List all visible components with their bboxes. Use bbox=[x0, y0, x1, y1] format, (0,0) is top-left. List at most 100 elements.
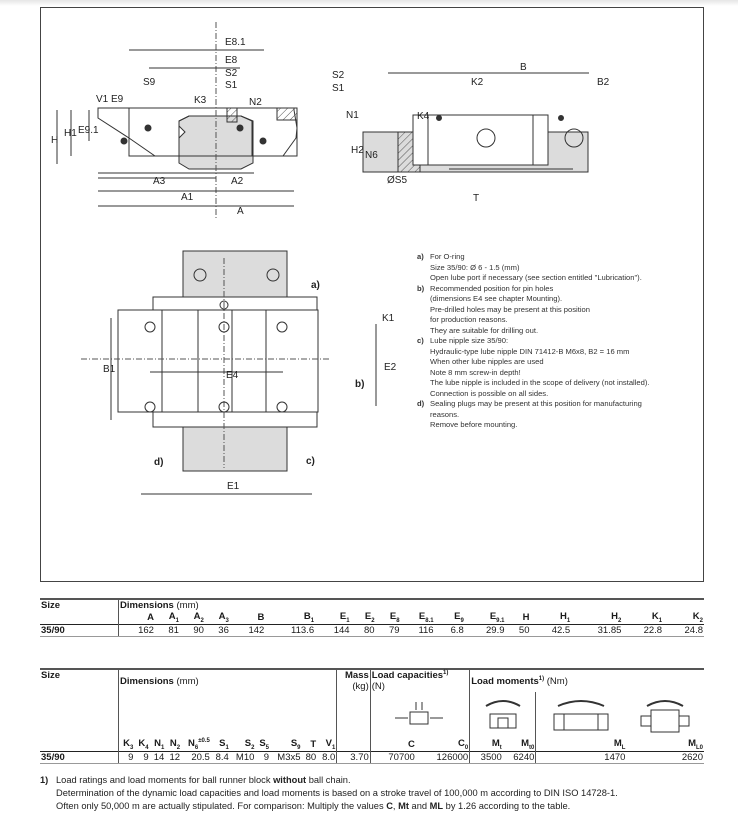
page-top-shade bbox=[0, 0, 738, 6]
column-header: C0 bbox=[457, 738, 469, 752]
label-s1: S1 bbox=[225, 80, 238, 91]
note-c: c)Lube nipple size 35/90:Hydraulic-type … bbox=[417, 336, 650, 398]
column-header: K1 bbox=[651, 611, 663, 624]
column-header: E9.1 bbox=[489, 611, 505, 624]
label-s2-right: S2 bbox=[332, 70, 345, 81]
icons-row bbox=[40, 692, 704, 739]
column-header: K2 bbox=[692, 611, 703, 624]
callout-c: c) bbox=[306, 456, 315, 467]
cell-value: 12 bbox=[165, 751, 182, 765]
cell-value: 31.85 bbox=[571, 623, 623, 637]
label-e8: E8 bbox=[225, 55, 238, 66]
label-b1: B1 bbox=[103, 364, 116, 375]
column-header: A3 bbox=[218, 611, 229, 624]
size-value: 35/90 bbox=[40, 623, 119, 637]
cell-value: 162 bbox=[117, 623, 155, 637]
label-a2: A2 bbox=[231, 176, 244, 187]
cell-value: 9 bbox=[118, 751, 135, 765]
label-b2: B2 bbox=[597, 77, 610, 88]
callout-d: d) bbox=[154, 457, 163, 468]
size-header: Size bbox=[40, 667, 119, 693]
column-header: H1 bbox=[559, 611, 571, 624]
column-header: E8 bbox=[389, 611, 400, 624]
label-s2: S2 bbox=[225, 68, 238, 79]
cell-value: 50 bbox=[505, 623, 531, 637]
cell-value: 42.5 bbox=[530, 623, 572, 637]
cell-value: M3x5 bbox=[270, 751, 302, 765]
load-capacities-title: Load capacities1)(N) bbox=[369, 667, 470, 693]
column-header: A bbox=[117, 611, 155, 625]
label-h: H bbox=[51, 135, 58, 146]
column-header: ML bbox=[535, 738, 627, 752]
label-s1-right: S1 bbox=[332, 83, 345, 94]
label-n1: N1 bbox=[346, 110, 359, 121]
column-header: A2 bbox=[193, 611, 204, 624]
cell-value: 20.5 bbox=[181, 751, 211, 765]
label-e2: E2 bbox=[384, 362, 397, 373]
load-moments-title: Load moments1) (Nm) bbox=[469, 667, 704, 693]
cell-value: 6240 bbox=[502, 751, 536, 765]
dimensions-title: Dimensions (mm) bbox=[118, 598, 704, 611]
cell-value: 81 bbox=[154, 623, 180, 637]
label-k4: K4 bbox=[417, 111, 430, 122]
cell-value: 24.8 bbox=[663, 623, 704, 637]
label-h1: H1 bbox=[64, 128, 77, 139]
note-d: d)Sealing plugs may be present at this p… bbox=[417, 399, 642, 429]
column-header: B1 bbox=[303, 611, 315, 624]
label-b: B bbox=[520, 62, 527, 73]
column-header: S1 bbox=[219, 738, 229, 752]
column-header: V1 bbox=[325, 738, 336, 752]
dimensions-title: Dimensions (mm) bbox=[117, 667, 337, 693]
column-header: H2 bbox=[611, 611, 622, 624]
label-a: A bbox=[237, 206, 244, 217]
cell-value: 2620 bbox=[626, 751, 704, 765]
column-header: B bbox=[257, 611, 265, 623]
label-n6: N6 bbox=[365, 150, 378, 161]
cell-value: 90 bbox=[179, 623, 205, 637]
label-a3: A3 bbox=[153, 176, 166, 187]
label-e1: E1 bbox=[227, 481, 240, 492]
column-header: E1 bbox=[339, 611, 350, 624]
callout-b: b) bbox=[355, 379, 364, 390]
cell-value: 80 bbox=[350, 623, 376, 637]
mass-column-header bbox=[336, 738, 371, 752]
longitudinal-moment-icon bbox=[535, 692, 627, 739]
column-header: E8.1 bbox=[418, 611, 434, 624]
cell-value: 126000 bbox=[415, 751, 470, 765]
cell-value: 79 bbox=[375, 623, 401, 637]
cell-value: 70700 bbox=[369, 751, 416, 765]
column-header: K3 bbox=[118, 738, 135, 752]
label-s9: S9 bbox=[143, 77, 156, 88]
column-header: E9 bbox=[454, 611, 464, 624]
longitudinal-moment-side-icon bbox=[626, 692, 704, 738]
side-view bbox=[362, 72, 589, 173]
label-t: T bbox=[473, 193, 479, 204]
label-n2: N2 bbox=[249, 97, 262, 108]
column-header: N2 bbox=[169, 738, 181, 752]
column-header: T bbox=[310, 739, 317, 751]
cell-value: 116 bbox=[400, 623, 435, 637]
footnote: 1)Load ratings and load moments for ball… bbox=[40, 775, 618, 811]
cell-value: 142 bbox=[229, 623, 266, 637]
cell-value: 9 bbox=[255, 751, 270, 765]
cell-value: 80 bbox=[301, 751, 318, 765]
column-header: E2 bbox=[364, 611, 375, 624]
label-k2: K2 bbox=[471, 77, 484, 88]
label-e9: E9 bbox=[111, 94, 124, 105]
cell-value: 144 bbox=[315, 623, 351, 637]
load-capacity-icon bbox=[369, 692, 470, 739]
cell-value: 1470 bbox=[535, 751, 627, 765]
cell-value: 22.8 bbox=[622, 623, 664, 637]
size-header: Size bbox=[40, 598, 119, 611]
column-header: K4 bbox=[138, 738, 149, 752]
label-k3: K3 bbox=[194, 95, 207, 106]
label-e4: E4 bbox=[226, 370, 239, 381]
front-view bbox=[56, 22, 298, 218]
cell-value: 14 bbox=[149, 751, 166, 765]
column-header: S5 bbox=[259, 738, 269, 752]
label-h2: H2 bbox=[351, 145, 364, 156]
plan-view bbox=[81, 250, 377, 495]
